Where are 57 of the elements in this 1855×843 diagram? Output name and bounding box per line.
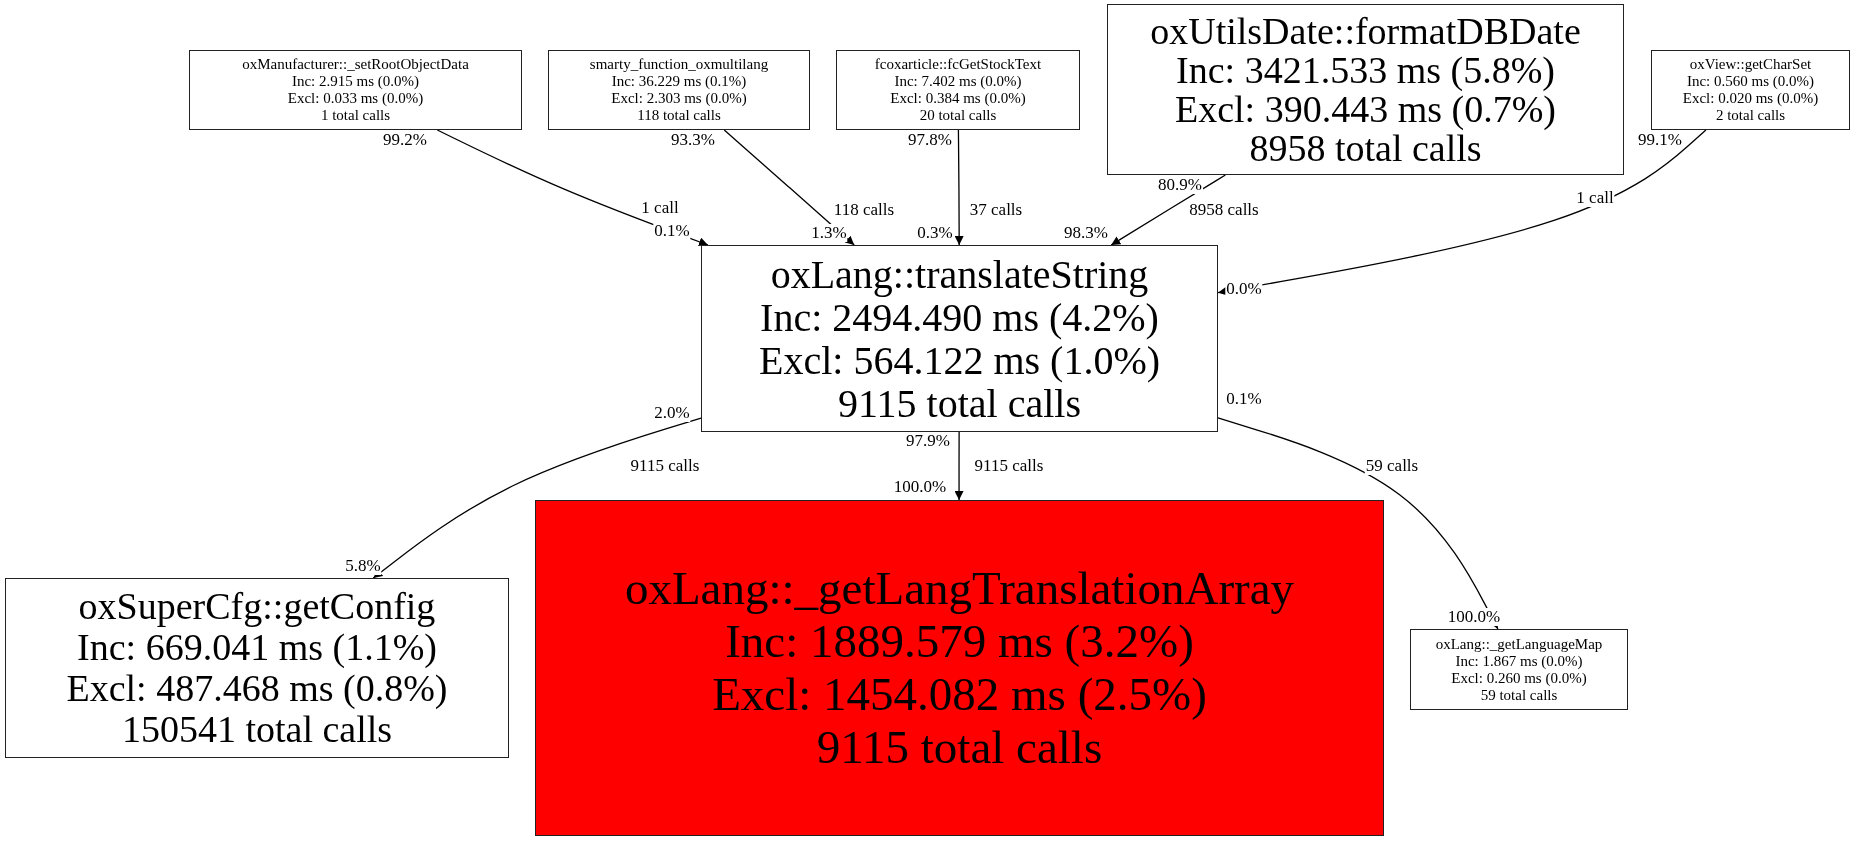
function-box xyxy=(5,578,509,758)
call-stat: Excl: 487.468 ms (0.8%) xyxy=(66,668,448,709)
function-name: oxManufacturer::_setRootObjectData xyxy=(242,56,469,73)
call-stat: 2 total calls xyxy=(1715,107,1786,124)
arrow xyxy=(372,417,702,579)
function-box xyxy=(1107,4,1624,175)
call-stat: 20 total calls xyxy=(919,107,997,124)
function-box xyxy=(701,245,1218,432)
call-stat: Inc: 1889.579 ms (3.2%) xyxy=(725,615,1194,668)
call-stat: 9115 total calls xyxy=(816,721,1103,774)
call-stat: 1 total calls xyxy=(320,107,391,124)
function-name: oxLang::translateString xyxy=(770,252,1149,296)
call-stat: Excl: 0.384 ms (0.0%) xyxy=(890,90,1026,107)
function-box xyxy=(836,50,1080,130)
edge-label: 59 calls xyxy=(1364,457,1420,475)
function-name: oxLang::_getLanguageMap xyxy=(1435,635,1603,653)
function-box xyxy=(1410,629,1628,710)
percentage-label: 0.1% xyxy=(653,222,691,240)
percentage-label: 100.0% xyxy=(1446,608,1502,626)
function-box xyxy=(535,500,1384,836)
edge-label: 1 call xyxy=(1575,189,1615,207)
call-stat: Inc: 2.915 ms (0.0%) xyxy=(291,73,420,90)
function-name: oxSuperCfg::getConfig xyxy=(78,586,436,627)
call-stat: Inc: 669.041 ms (1.1%) xyxy=(77,627,437,668)
call-stat: 150541 total calls xyxy=(121,709,393,750)
function-box xyxy=(1651,50,1850,130)
call-stat: Excl: 0.020 ms (0.0%) xyxy=(1682,90,1819,107)
call-stat: Inc: 7.402 ms (0.0%) xyxy=(894,73,1022,90)
function-box xyxy=(189,50,522,130)
function-name: oxLang::_getLangTranslationArray xyxy=(624,562,1295,615)
call-stat: Excl: 0.033 ms (0.0%) xyxy=(287,90,424,107)
percentage-label: 80.9% xyxy=(1157,176,1203,194)
arrow xyxy=(1217,417,1499,630)
call-stat: 59 total calls xyxy=(1480,686,1558,704)
call-stat: Excl: 0.260 ms (0.0%) xyxy=(1451,669,1587,687)
function-box xyxy=(548,50,810,130)
function-name: smarty_function_oxmultilang xyxy=(589,56,769,73)
function-name: fcoxarticle::fcGetStockText xyxy=(874,56,1042,73)
arrow xyxy=(954,431,964,501)
call-stat: Inc: 0.560 ms (0.0%) xyxy=(1686,73,1815,90)
call-stat: Inc: 36.229 ms (0.1%) xyxy=(611,73,747,90)
percentage-label: 0.0% xyxy=(1225,280,1263,298)
call-stat: Excl: 564.122 ms (1.0%) xyxy=(758,338,1161,382)
function-name: oxUtilsDate::formatDBDate xyxy=(1150,11,1581,51)
call-stat: 118 total calls xyxy=(637,107,721,124)
call-stat: Inc: 1.867 ms (0.0%) xyxy=(1455,652,1583,670)
percentage-label: 2.0% xyxy=(653,404,691,422)
call-stat: 9115 total calls xyxy=(838,381,1081,425)
arrow xyxy=(954,129,964,246)
percentage-label: 5.8% xyxy=(344,557,382,575)
call-stat: Excl: 1454.082 ms (2.5%) xyxy=(712,668,1207,721)
arrow xyxy=(1110,174,1226,246)
arrow xyxy=(723,129,855,246)
call-stat: Excl: 2.303 ms (0.0%) xyxy=(611,90,747,107)
call-stat: Inc: 3421.533 ms (5.8%) xyxy=(1176,50,1555,90)
function-name: oxView::getCharSet xyxy=(1689,56,1812,73)
percentage-label: 1.3% xyxy=(810,224,848,242)
